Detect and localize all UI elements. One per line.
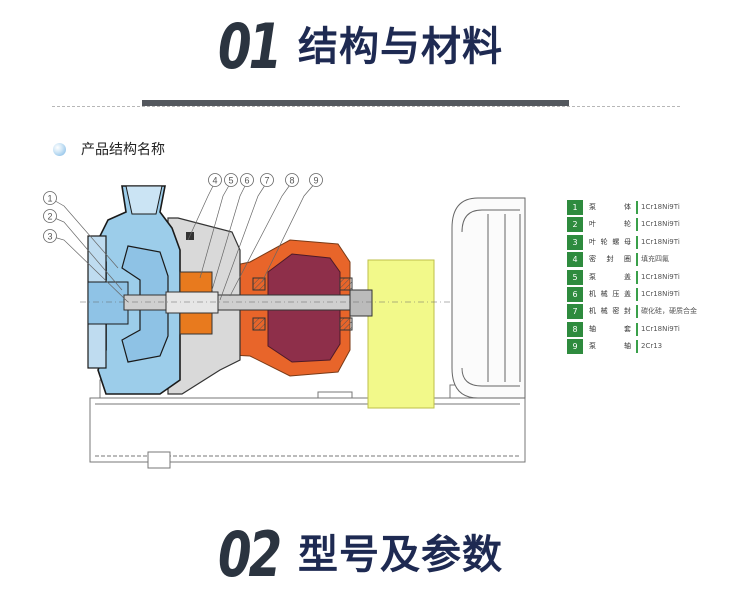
section-1-title: 结构与材料 — [298, 24, 503, 70]
legend-number: 1 — [567, 200, 583, 215]
pump-structure-diagram: 1 2 3 4 5 6 7 8 9 — [43, 173, 526, 469]
legend-material: 碳化硅，硬质合金 — [641, 307, 697, 316]
seal-gland-lower — [179, 311, 213, 335]
section-2-heading: 02 型号及参数 — [0, 520, 750, 590]
suction-eye — [87, 281, 129, 325]
section-1-number: 01 — [218, 10, 282, 83]
legend-separator — [636, 253, 638, 267]
dashed-divider — [52, 106, 680, 107]
legend-separator — [636, 201, 638, 214]
parts-legend: 1 泵体 1Cr18Ni9Ti 2 叶轮 1Cr18Ni9Ti 3 叶轮螺母 1… — [567, 199, 707, 356]
seal-gland-upper — [179, 271, 213, 295]
legend-separator — [636, 235, 638, 249]
section-1-heading: 01 结构与材料 — [0, 12, 750, 82]
callout-8: 8 — [289, 176, 294, 186]
callout-9: 9 — [313, 176, 318, 186]
legend-separator — [636, 305, 638, 319]
bearing-front-lower — [252, 317, 266, 331]
legend-part-name: 机械压盖 — [589, 289, 631, 298]
callout-markers: 1 2 3 4 5 6 7 8 9 — [43, 173, 323, 243]
section-2-number: 02 — [218, 518, 282, 591]
shaft-sleeve — [165, 291, 219, 314]
legend-row: 9 泵轴 2Cr13 — [567, 338, 707, 355]
callout-3: 3 — [47, 232, 52, 242]
legend-row: 8 轴套 1Cr18Ni9Ti — [567, 321, 707, 338]
legend-material: 1Cr18Ni9Ti — [641, 324, 680, 333]
callout-5: 5 — [228, 176, 233, 186]
coupling-guard — [367, 259, 435, 409]
legend-material: 1Cr18Ni9Ti — [641, 220, 680, 229]
legend-row: 4 密封圈 填充四氟 — [567, 251, 707, 268]
legend-part-name: 泵体 — [589, 203, 631, 211]
subheading-text: 产品结构名称 — [81, 142, 165, 158]
legend-material: 1Cr18Ni9Ti — [641, 272, 680, 281]
legend-part-name: 叶轮 — [589, 220, 631, 229]
legend-separator — [636, 322, 638, 336]
leader-lines — [49, 181, 317, 303]
legend-number: 8 — [567, 321, 583, 337]
legend-number: 9 — [567, 339, 583, 355]
legend-material: 填充四氟 — [641, 255, 669, 264]
legend-separator — [636, 270, 638, 284]
motor — [451, 197, 526, 399]
callout-1: 1 — [47, 194, 52, 204]
section-2-title: 型号及参数 — [298, 532, 503, 578]
legend-number: 7 — [567, 304, 583, 320]
legend-row: 6 机械压盖 1Cr18Ni9Ti — [567, 286, 707, 303]
legend-row: 2 叶轮 1Cr18Ni9Ti — [567, 216, 707, 233]
legend-part-name: 轴套 — [589, 324, 631, 333]
legend-material: 2Cr13 — [641, 342, 663, 351]
legend-row: 5 泵盖 1Cr18Ni9Ti — [567, 269, 707, 286]
heading-underline-bar — [142, 100, 569, 106]
legend-material: 1Cr18Ni9Ti — [641, 289, 680, 298]
callout-2: 2 — [47, 212, 52, 222]
legend-row: 3 叶轮螺母 1Cr18Ni9Ti — [567, 234, 707, 251]
legend-material: 1Cr18Ni9Ti — [641, 203, 680, 211]
bullet-icon — [53, 143, 66, 156]
bearing-front — [252, 277, 266, 291]
legend-number: 3 — [567, 234, 583, 250]
suction-inlet — [125, 185, 163, 215]
legend-separator — [636, 287, 638, 301]
bearing-rear-lower — [339, 317, 353, 331]
legend-row: 7 机械密封 碳化硅，硬质合金 — [567, 303, 707, 320]
legend-number: 6 — [567, 286, 583, 302]
coupling-hub — [349, 289, 373, 317]
pump-shaft — [123, 294, 371, 311]
legend-material: 1Cr18Ni9Ti — [641, 237, 680, 246]
legend-part-name: 密封圈 — [589, 255, 631, 264]
legend-separator — [636, 218, 638, 232]
legend-number: 4 — [567, 252, 583, 268]
callout-6: 6 — [244, 176, 249, 186]
callout-7: 7 — [264, 176, 269, 186]
legend-part-name: 泵盖 — [589, 272, 631, 281]
legend-part-name: 泵轴 — [589, 342, 631, 351]
bearing-rear — [339, 277, 353, 291]
legend-row: 1 泵体 1Cr18Ni9Ti — [567, 199, 707, 216]
legend-separator — [636, 340, 638, 354]
legend-part-name: 机械密封 — [589, 307, 631, 316]
legend-number: 2 — [567, 217, 583, 233]
legend-number: 5 — [567, 269, 583, 285]
callout-4: 4 — [212, 176, 217, 186]
legend-part-name: 叶轮螺母 — [589, 237, 631, 246]
